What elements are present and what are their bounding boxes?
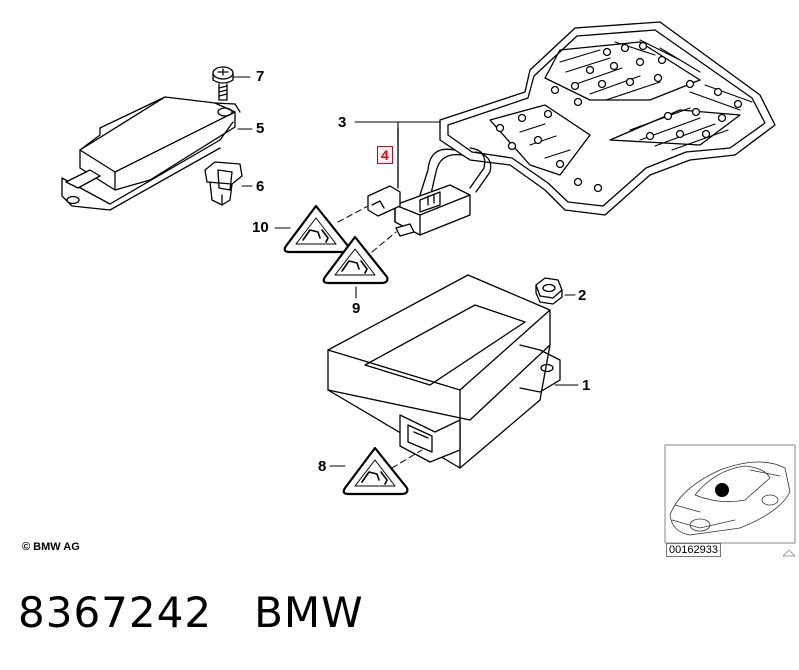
dashed-guides — [337, 205, 423, 469]
screw-part-7 — [212, 66, 234, 101]
callout-4-highlighted[interactable]: 4 — [377, 146, 393, 164]
callout-10: 10 — [252, 219, 269, 236]
clip-nut-part-6 — [204, 161, 243, 206]
footer-caption: 8367242 BMW — [18, 588, 364, 637]
callout-7: 7 — [256, 68, 265, 85]
seat-mat-part-3 — [439, 21, 776, 216]
callout-6: 6 — [256, 178, 265, 195]
brand-name: BMW — [254, 588, 364, 637]
thumbnail-reference-number: 00162933 — [666, 543, 721, 557]
control-unit-part-1 — [327, 274, 561, 469]
car-location-thumbnail — [664, 444, 796, 557]
callout-1: 1 — [582, 377, 591, 394]
warning-label-part-9 — [322, 235, 389, 285]
wiring-part-4 — [367, 127, 492, 237]
copyright-text: © BMW AG — [22, 541, 80, 553]
leader-lines — [232, 76, 579, 467]
nut-part-2 — [535, 277, 563, 305]
callout-8: 8 — [318, 458, 327, 475]
callout-9: 9 — [352, 300, 361, 317]
warning-label-part-10 — [283, 204, 350, 254]
callout-3: 3 — [338, 114, 347, 131]
callout-2: 2 — [578, 287, 587, 304]
parts-diagram — [61, 21, 796, 557]
warning-label-part-8 — [342, 446, 409, 496]
part-number: 8367242 — [18, 588, 213, 637]
callout-5: 5 — [256, 120, 265, 137]
sensor-module-part-5 — [61, 96, 241, 211]
